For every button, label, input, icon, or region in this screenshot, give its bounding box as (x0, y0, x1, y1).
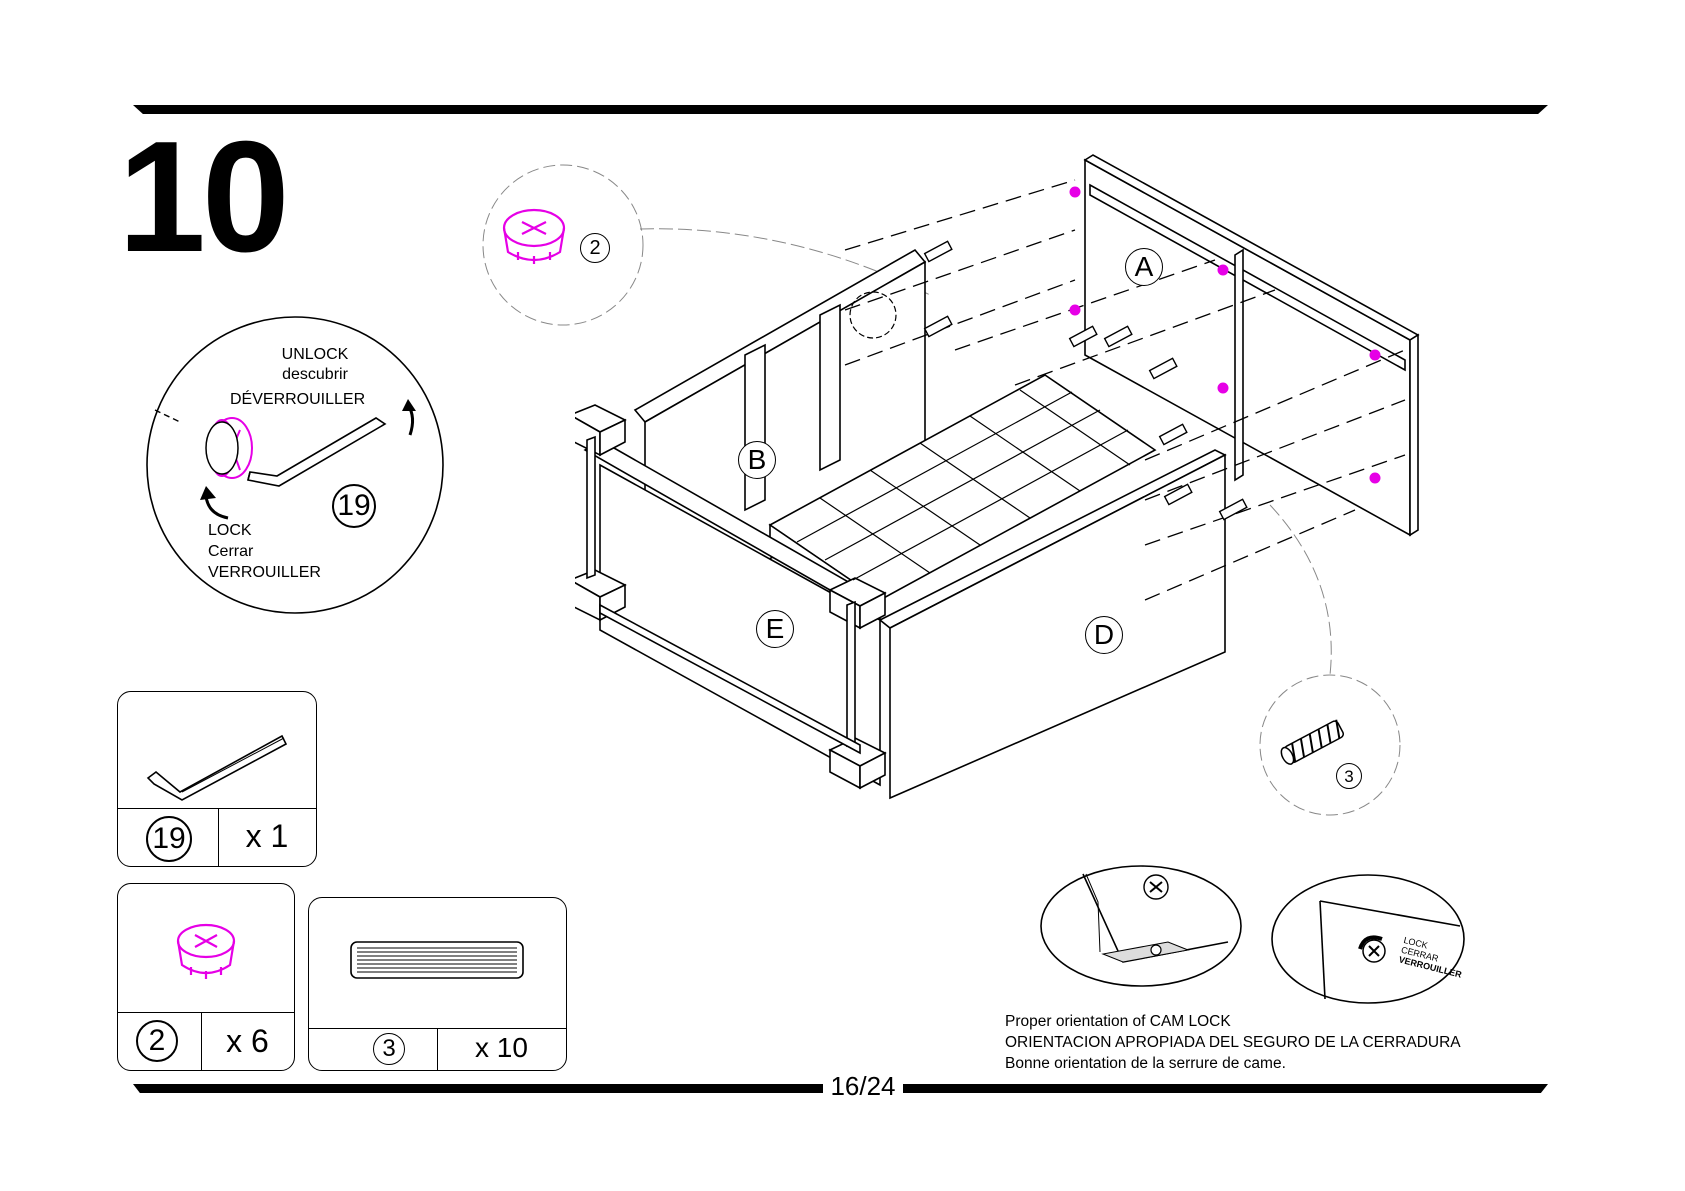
lock-label: LOCK Cerrar VERROUILLER (208, 520, 321, 583)
orientation-detail-right (1270, 871, 1470, 1011)
lock-en: LOCK (208, 520, 321, 541)
parts-box-cam-lock: 2 x 6 (117, 883, 295, 1071)
allen-key-icon (146, 712, 306, 802)
bottom-rule-left (133, 1084, 823, 1093)
dowel-detail (1255, 500, 1415, 830)
top-rule (133, 105, 1548, 114)
step-number: 10 (118, 118, 286, 276)
part-number-19: 19 (146, 816, 192, 862)
unlock-es: descubrir (255, 365, 375, 385)
unlock-en: UNLOCK (255, 345, 375, 365)
wood-dowel-icon (347, 938, 527, 984)
orientation-detail-left (1038, 862, 1248, 992)
bottom-rule-right (903, 1084, 1548, 1093)
parts-box-dowel: 3 x 10 (308, 897, 567, 1071)
part-qty-19: x 1 (218, 820, 316, 852)
panel-label-b: B (738, 441, 776, 479)
panel-label-a: A (1125, 248, 1163, 286)
parts-box-allen-key: 19 x 1 (117, 691, 317, 867)
allen-key-icon (248, 418, 385, 486)
orientation-caption: Proper orientation of CAM LOCK ORIENTACI… (1005, 1011, 1461, 1074)
part-number-3: 3 (373, 1033, 405, 1065)
unlock-label: UNLOCK descubrir (255, 345, 375, 385)
panel-label-d: D (1085, 616, 1123, 654)
unlock-fr: DÉVERROUILLER (230, 390, 365, 410)
tool-number-badge: 19 (332, 484, 376, 528)
parts-divider (118, 808, 316, 809)
lock-fr: VERROUILLER (208, 562, 321, 583)
orientation-en: Proper orientation of CAM LOCK (1005, 1011, 1461, 1032)
part-number-2: 2 (136, 1020, 178, 1062)
cam-lock-icon (173, 919, 243, 989)
page-number: 16/24 (823, 1071, 903, 1101)
orientation-fr: Bonne orientation de la serrure de came. (1005, 1053, 1461, 1074)
panel-label-e: E (756, 610, 794, 648)
orientation-es: ORIENTACION APROPIADA DEL SEGURO DE LA C… (1005, 1032, 1461, 1053)
part-qty-2: x 6 (201, 1025, 294, 1057)
parts-divider (118, 1012, 294, 1013)
dowel-callout-number: 3 (1336, 763, 1362, 789)
part-qty-3: x 10 (437, 1034, 566, 1062)
lock-es: Cerrar (208, 541, 321, 562)
